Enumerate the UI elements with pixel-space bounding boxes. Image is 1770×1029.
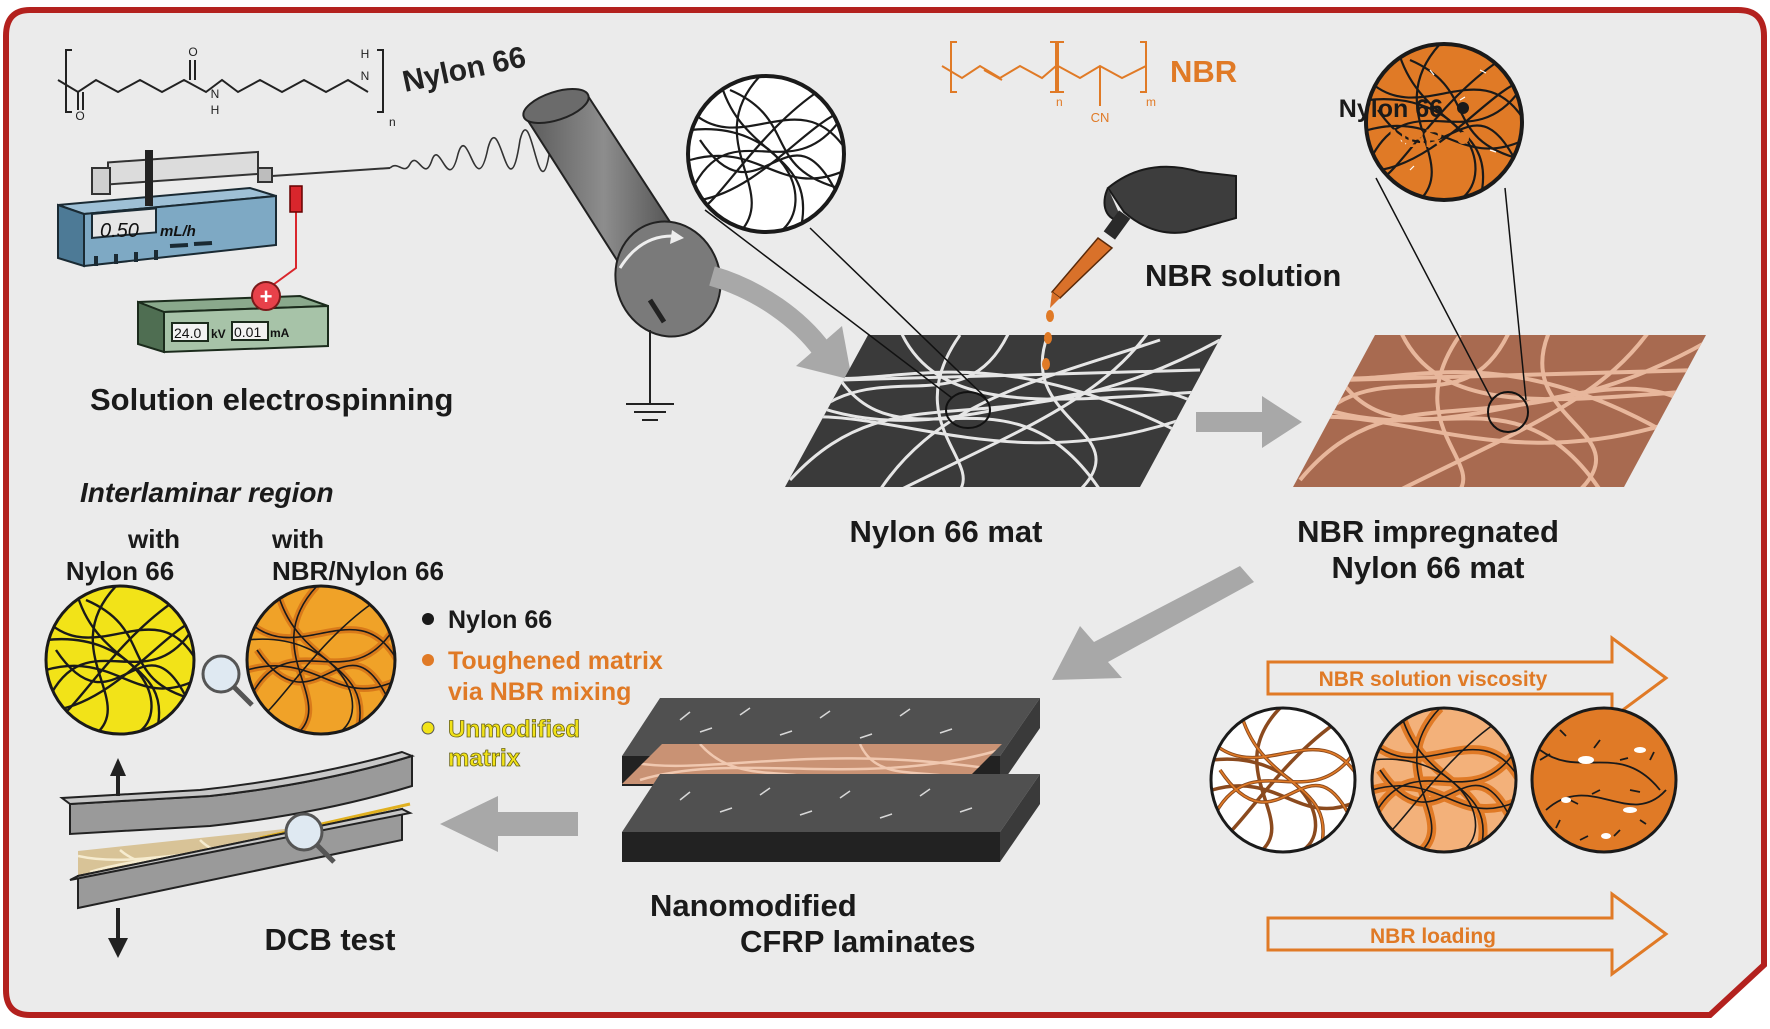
zoom-circle-nbr-pores: [1399, 69, 1497, 171]
circle-nbr-nylon66-orange: [245, 584, 397, 736]
nylon-o-atom-2: O: [188, 45, 197, 59]
zoom-line-left-2: [1375, 177, 1493, 401]
cfrp-laminates: [622, 698, 1040, 862]
nbr-structure: [941, 41, 1147, 106]
loading-circle-high: [1530, 706, 1678, 854]
loading-circle-low: [1209, 706, 1357, 854]
nbr-sub-n: n: [1056, 95, 1063, 109]
pump-readout: 0.50: [100, 220, 139, 242]
magnifier-icon: [201, 654, 254, 707]
nbr-solution-label: NBR solution: [1145, 258, 1341, 293]
pump-unit: mL/h: [160, 223, 196, 240]
voltage-unit: kV: [211, 327, 226, 341]
col1-line2: Nylon 66: [66, 556, 174, 586]
zoom-line-right: [809, 227, 987, 399]
current-readout: 0.01: [234, 324, 261, 340]
dcb-specimen: [59, 750, 416, 958]
legend-bottom-unmodified-dot: [421, 721, 435, 735]
col1-line1: with: [127, 524, 180, 554]
nylon-h-atom-2: H: [361, 47, 370, 61]
legend-bottom-unmodified-line1: Unmodified: [448, 716, 580, 743]
laminates-label-line2: CFRP laminates: [740, 924, 975, 959]
legend-top-nbr-dot: [1457, 132, 1469, 144]
zoom-circle-nylon: [686, 74, 846, 234]
legend-bottom-toughened-line2: via NBR mixing: [448, 678, 631, 706]
circle-nylon66-yellow: [44, 584, 196, 736]
zoom-line-right-2: [1504, 187, 1527, 401]
mat-zoom-spot: [945, 391, 991, 429]
loading-label: NBR loading: [1370, 925, 1496, 948]
legend-bottom-toughened-dot: [422, 654, 434, 666]
nbr-cn: CN: [1091, 110, 1110, 125]
legend-top-nbr: NBR: [1389, 125, 1443, 153]
col2-line2: NBR/Nylon 66: [272, 556, 444, 586]
loading-arrow: [1266, 891, 1669, 977]
arrow-to-dcb: [440, 796, 578, 852]
arrow-to-impregnated-mat: [1196, 396, 1302, 448]
arrow-head-nylon-mat: [796, 326, 852, 380]
col2-line1: with: [271, 524, 324, 554]
plus-sign: +: [260, 284, 273, 309]
nylon-h-atom: H: [211, 103, 220, 117]
viscosity-arrow: [1266, 635, 1669, 721]
nylon-nh-atom-2: N: [361, 69, 370, 83]
zoom-line-left: [704, 209, 953, 399]
glove-dropper: [1042, 165, 1237, 370]
impregnated-mat-fibers: [1293, 335, 1706, 487]
nylon-nh-atom: N: [211, 87, 220, 101]
arrow-to-laminates: [1052, 566, 1254, 680]
viscosity-label: NBR solution viscosity: [1319, 668, 1548, 691]
electrospinning-label: Solution electrospinning: [90, 382, 453, 417]
nylon-subscript: n: [389, 115, 396, 129]
nylon-o-atom: O: [75, 109, 84, 123]
voltage-readout: 24.0: [174, 325, 201, 341]
laminates-label-line1: Nanomodified: [650, 888, 857, 923]
legend-bottom-nylon-dot: [422, 613, 434, 625]
legend-bottom-toughened-line1: Toughened matrix: [448, 647, 663, 675]
syringe-pump: [57, 150, 391, 268]
legend-top-nylon: Nylon 66: [1339, 95, 1443, 123]
legend-bottom-nylon: Nylon 66: [448, 606, 552, 634]
impregnated-label-line2: Nylon 66 mat: [1332, 550, 1525, 585]
nbr-sub-m: m: [1146, 95, 1156, 109]
interlaminar-title: Interlaminar region: [80, 477, 334, 508]
zoom-circle-nylon-fibers: [689, 76, 844, 232]
impregnated-zoom-spot: [1487, 391, 1529, 433]
impregnated-label-line1: NBR impregnated: [1297, 514, 1559, 549]
loading-circle-mid: [1370, 706, 1518, 854]
legend-bottom-unmodified-line2: matrix: [448, 745, 521, 772]
legend-top-nylon-dot: [1457, 102, 1469, 114]
nylon66-structure: [57, 49, 384, 113]
laminate-weave-marks: [679, 707, 973, 819]
arrow-to-nylon-mat: [709, 266, 831, 357]
rotating-collector: [522, 88, 722, 421]
current-unit: mA: [270, 326, 290, 340]
nylon66-mat-label: Nylon 66 mat: [850, 514, 1043, 549]
dcb-label: DCB test: [265, 922, 396, 957]
nbr-name: NBR: [1170, 54, 1237, 89]
power-supply: [137, 185, 329, 354]
